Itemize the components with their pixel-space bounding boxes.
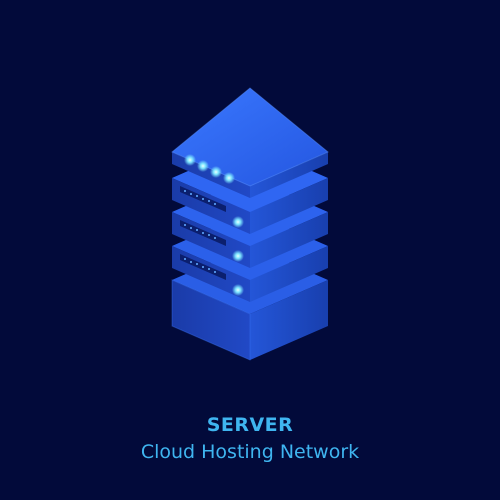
server-unit-top	[171, 87, 329, 198]
status-led-icon	[232, 284, 244, 296]
status-led-icon	[232, 250, 244, 262]
indicator-light-icon	[184, 154, 196, 166]
indicator-light-icon	[223, 172, 235, 184]
indicator-light-icon	[210, 166, 222, 178]
indicator-light-icon	[197, 160, 209, 172]
indicator-lights	[184, 154, 235, 184]
caption-title: SERVER	[206, 414, 294, 436]
status-led-icon	[232, 216, 244, 228]
caption-subtitle: Cloud Hosting Network	[140, 441, 360, 463]
